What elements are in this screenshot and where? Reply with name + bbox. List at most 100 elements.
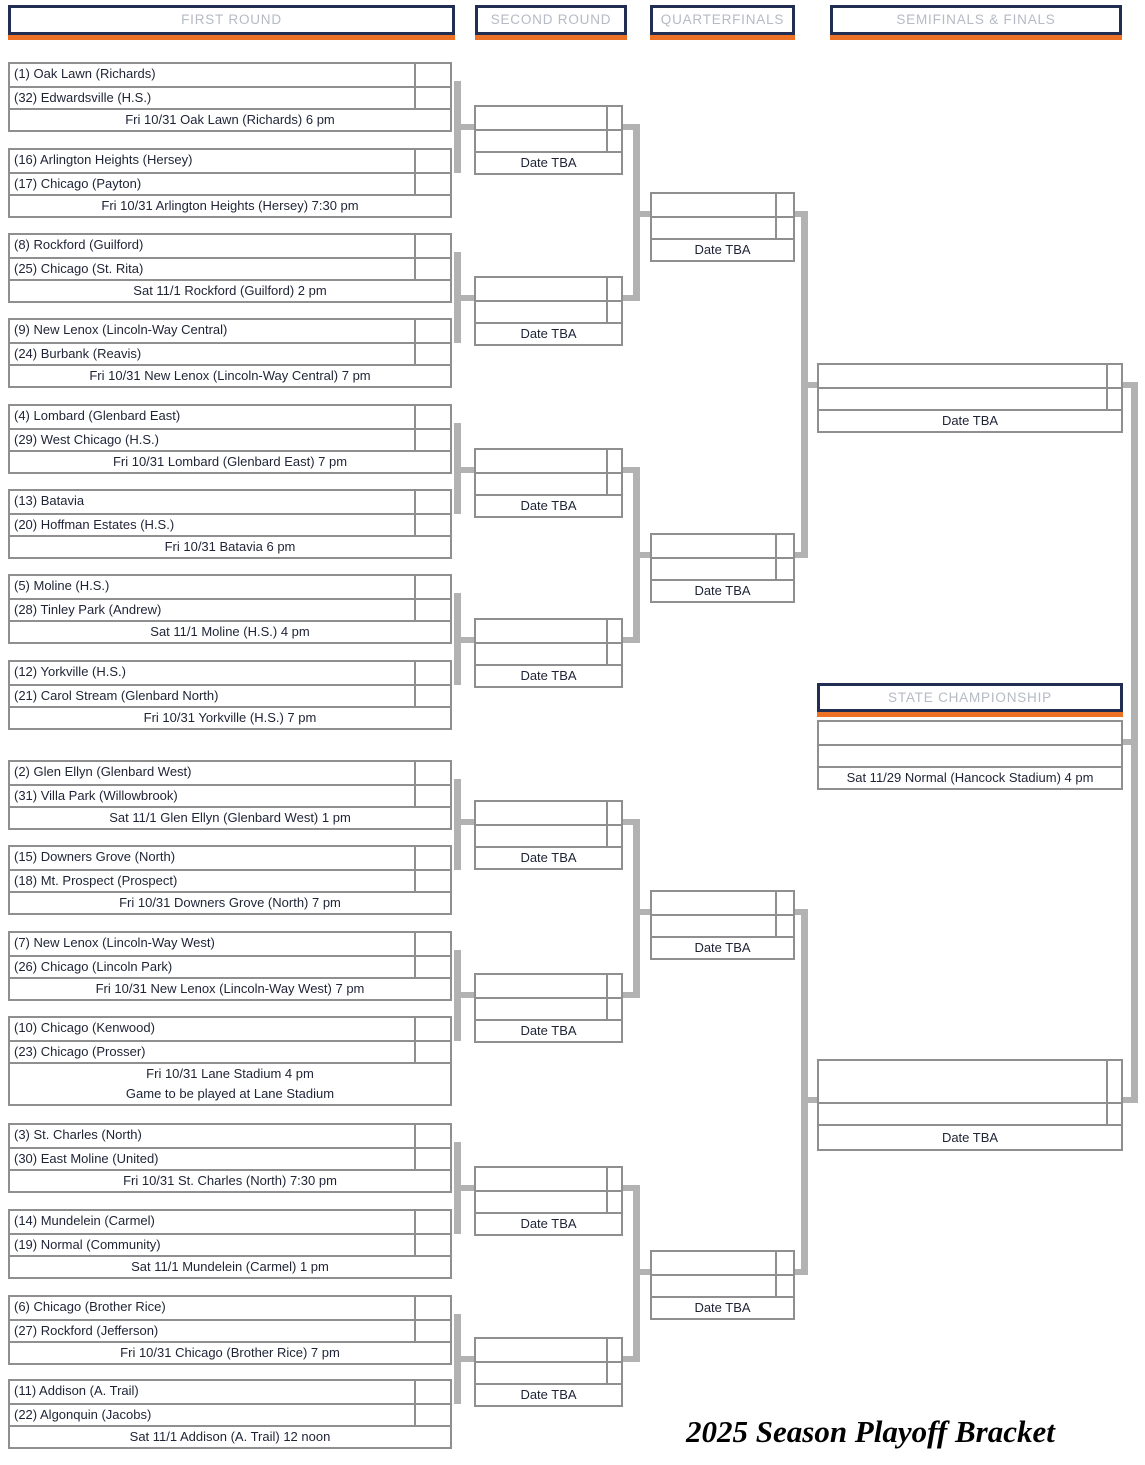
bracket-connector: [640, 1269, 650, 1275]
team-slot: (21) Carol Stream (Glenbard North): [10, 684, 450, 706]
team-name: (7) New Lenox (Lincoln-Way West): [14, 935, 215, 950]
bracket-connector: [461, 992, 474, 998]
team-slot: (11) Addison (A. Trail): [10, 1381, 450, 1403]
team-name: (15) Downers Grove (North): [14, 849, 176, 864]
game-date: Sat 11/1 Moline (H.S.) 4 pm: [10, 620, 450, 642]
bracket-connector: [454, 1142, 461, 1234]
first-round-matchup-7: (5) Moline (H.S.)(28) Tinley Park (Andre…: [8, 574, 452, 644]
first-round-matchup-4: (9) New Lenox (Lincoln-Way Central) (24) …: [8, 318, 452, 388]
team-name: (19) Normal (Community): [14, 1237, 161, 1252]
game-date-text: Date TBA: [941, 1130, 999, 1145]
bracket-connector: [801, 211, 808, 558]
bracket-connector: [461, 1185, 474, 1191]
game-date-line: Fri 10/31 Downers Grove (North) 7 pm: [119, 895, 341, 910]
game-date: Fri 10/31 St. Charles (North) 7:30 pm: [10, 1169, 450, 1191]
game-date-line: Fri 10/31 St. Charles (North) 7:30 pm: [123, 1173, 337, 1188]
bracket-connector: [633, 124, 640, 301]
second-round-game-4: Date TBA: [474, 618, 623, 688]
team-name: (9) New Lenox (Lincoln-Way Central): [14, 322, 228, 337]
team-slot: (31) Villa Park (Willowbrook): [10, 784, 450, 806]
team-slot: (19) Normal (Community): [10, 1233, 450, 1255]
score-cell: [1106, 1061, 1121, 1102]
game-date-line: Fri 10/31 Batavia 6 pm: [164, 539, 296, 554]
state-championship-header: STATE CHAMPIONSHIP: [817, 683, 1123, 712]
game-date-line: Sat 11/1 Moline (H.S.) 4 pm: [150, 624, 310, 639]
second-round-game-7: Date TBA: [474, 1166, 623, 1236]
round-header-1: SECOND ROUND: [475, 5, 627, 35]
bracket-connector: [461, 1356, 474, 1362]
game-date: Date TBA: [819, 409, 1121, 431]
second-round-game-6: Date TBA: [474, 973, 623, 1043]
bracket-connector: [623, 467, 633, 473]
game-date: Fri 10/31 Downers Grove (North) 7 pm: [10, 891, 450, 913]
bracket-connector: [1131, 382, 1138, 1103]
team-slot: (6) Chicago (Brother Rice): [10, 1297, 450, 1319]
team-slot: (24) Burbank (Reavis): [10, 342, 450, 364]
bracket-connector: [633, 467, 640, 643]
team-slot: [652, 914, 793, 936]
score-cell: [606, 1363, 621, 1383]
score-cell: [414, 88, 450, 108]
game-date: Sat 11/29 Normal (Hancock Stadium) 4 pm: [819, 766, 1121, 788]
team-name: (22) Algonquin (Jacobs): [14, 1407, 152, 1422]
team-name: (6) Chicago (Brother Rice): [14, 1299, 166, 1314]
team-name: (10) Chicago (Kenwood): [14, 1020, 155, 1035]
team-slot: (12) Yorkville (H.S.): [10, 662, 450, 684]
semifinal-game-2: Date TBA: [817, 1059, 1123, 1151]
score-cell: [606, 975, 621, 997]
bracket-connector: [633, 1185, 640, 1362]
team-slot: (17) Chicago (Payton): [10, 172, 450, 194]
team-slot: (28) Tinley Park (Andrew): [10, 598, 450, 620]
bracket-connector: [1123, 1097, 1131, 1103]
team-slot: (30) East Moline (United): [10, 1147, 450, 1169]
team-slot: (9) New Lenox (Lincoln-Way Central): [10, 320, 450, 342]
game-date: Date TBA: [476, 846, 621, 868]
bracket-connector: [461, 124, 474, 130]
bracket-connector: [623, 992, 633, 998]
score-cell: [414, 686, 450, 706]
score-cell: [606, 1168, 621, 1190]
team-slot: (32) Edwardsville (H.S.): [10, 86, 450, 108]
first-round-matchup-11: (7) New Lenox (Lincoln-Way West)(26) Chi…: [8, 931, 452, 1001]
team-slot: (25) Chicago (St. Rita): [10, 257, 450, 279]
game-date: Date TBA: [476, 1019, 621, 1041]
quarterfinal-game-3: Date TBA: [650, 890, 795, 960]
bracket-connector: [640, 211, 650, 217]
score-cell: [414, 1381, 450, 1403]
team-slot: [476, 824, 621, 846]
game-date-line: Sat 11/1 Glen Ellyn (Glenbard West) 1 pm: [109, 810, 351, 825]
team-slot: [476, 620, 621, 642]
bracket-connector: [795, 211, 801, 217]
quarterfinal-game-1: Date TBA: [650, 192, 795, 262]
team-slot: [819, 387, 1121, 409]
score-cell: [414, 320, 450, 342]
team-name: (28) Tinley Park (Andrew): [14, 602, 162, 617]
game-date-line: Fri 10/31 New Lenox (Lincoln-Way Central…: [89, 368, 371, 383]
team-slot: (8) Rockford (Guilford): [10, 235, 450, 257]
score-cell: [414, 235, 450, 257]
score-cell: [414, 600, 450, 620]
score-cell: [414, 1125, 450, 1147]
bracket-connector: [461, 819, 474, 825]
game-date-text: Date TBA: [694, 940, 751, 955]
game-date-line: Fri 10/31 Chicago (Brother Rice) 7 pm: [120, 1345, 340, 1360]
team-name: (27) Rockford (Jefferson): [14, 1323, 159, 1338]
first-round-matchup-16: (11) Addison (A. Trail) (22) Algonquin (J…: [8, 1379, 452, 1449]
team-slot: (16) Arlington Heights (Hersey): [10, 150, 450, 172]
score-cell: [775, 194, 793, 216]
team-slot: [652, 216, 793, 238]
second-round-game-3: Date TBA: [474, 448, 623, 518]
first-round-matchup-14: (14) Mundelein (Carmel)(19) Normal (Comm…: [8, 1209, 452, 1279]
game-date-line: Sat 11/1 Addison (A. Trail) 12 noon: [129, 1429, 331, 1444]
bracket-connector: [461, 467, 474, 473]
score-cell: [414, 430, 450, 450]
game-date-text: Date TBA: [520, 1387, 577, 1402]
team-slot: (3) St. Charles (North): [10, 1125, 450, 1147]
game-date: Fri 10/31 Yorkville (H.S.) 7 pm: [10, 706, 450, 728]
team-slot: (4) Lombard (Glenbard East): [10, 406, 450, 428]
team-slot: (13) Batavia: [10, 491, 450, 513]
score-cell: [414, 1321, 450, 1341]
score-cell: [414, 1235, 450, 1255]
bracket-connector: [461, 295, 474, 301]
